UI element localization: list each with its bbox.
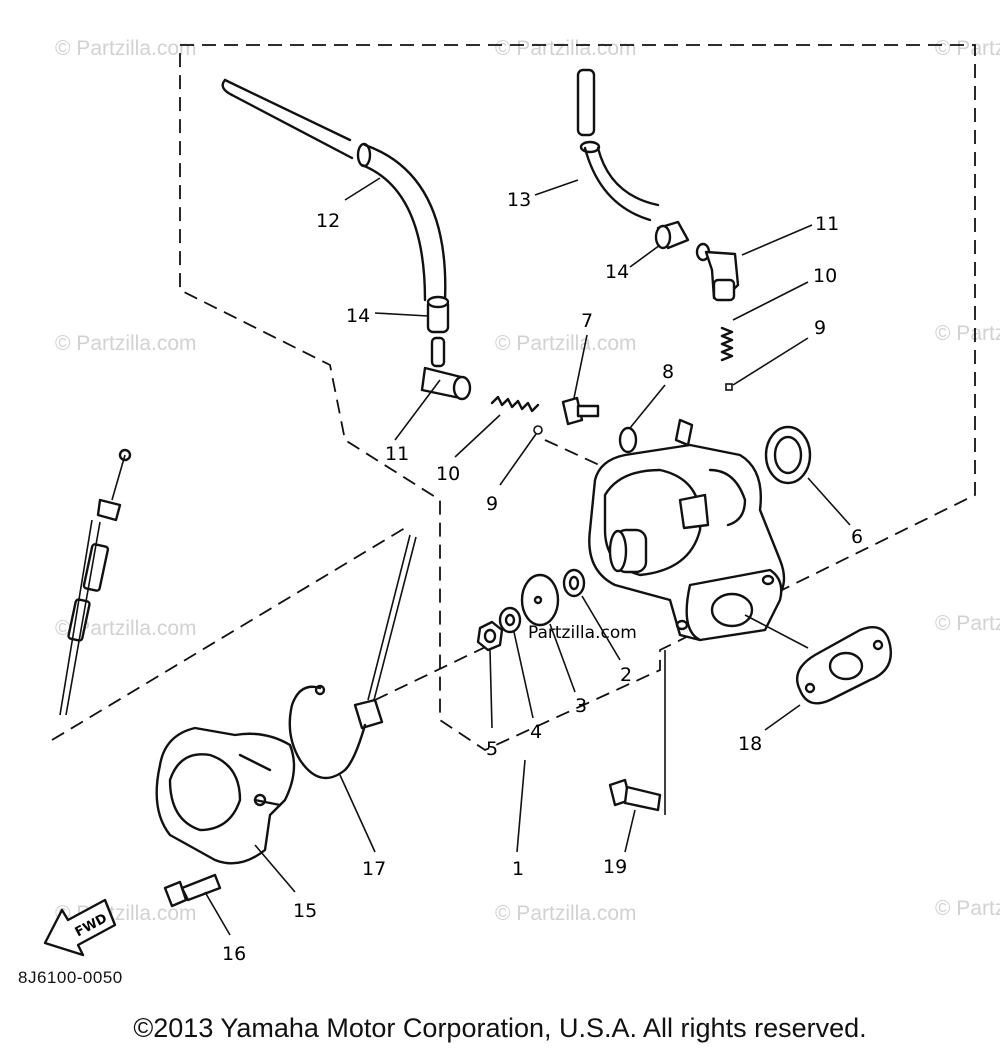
callout-4: 4 [530, 721, 542, 743]
callout-12: 12 [316, 210, 340, 232]
watermark-mid-right: © Partzilla.com [935, 322, 1000, 345]
callout-9-right: 9 [814, 317, 826, 339]
oil-pump-body [588, 418, 786, 642]
bolt-19 [608, 778, 662, 812]
callout-6: 6 [851, 526, 863, 548]
watermark-low-right: © Partzilla.com [935, 612, 1000, 635]
callout-14-left: 14 [346, 305, 370, 327]
callout-13: 13 [507, 189, 531, 211]
watermark-bottom-right: © Partzilla.com [935, 897, 1000, 920]
watermark-low-left: © Partzilla.com [55, 617, 197, 640]
oil-seal-6 [764, 425, 812, 485]
callout-10-right: 10 [813, 265, 837, 287]
sensor-dashed-line [374, 639, 501, 701]
elbow-11-right [695, 242, 740, 302]
hose-13 [576, 68, 660, 222]
cable-dashed-line [51, 524, 411, 741]
callout-1: 1 [512, 858, 524, 880]
callout-5: 5 [486, 738, 498, 760]
hose-12 [221, 78, 447, 302]
elbow-11-left [420, 336, 472, 401]
gear-4 [498, 606, 522, 634]
ball-9-right [725, 383, 733, 391]
callout-10-left: 10 [436, 463, 460, 485]
callout-15: 15 [293, 900, 317, 922]
bolt-7 [561, 396, 600, 426]
watermark-mid-left: © Partzilla.com [55, 332, 197, 355]
watermark-bottom-center: © Partzilla.com [495, 902, 637, 925]
watermark-top-right: © Partzilla.com [935, 37, 1000, 60]
plate-3 [520, 573, 560, 627]
joint-14-left [426, 295, 450, 334]
watermark-top-center: © Partzilla.com [495, 37, 637, 60]
washer-2 [562, 568, 586, 598]
watermark-mid-center: © Partzilla.com [495, 332, 637, 355]
callout-14-right: 14 [605, 261, 629, 283]
fwd-arrow-icon: FWD [43, 898, 117, 957]
callout-8: 8 [662, 361, 674, 383]
gasket-18 [795, 625, 892, 705]
watermark-top-left: © Partzilla.com [55, 37, 197, 60]
nut-5 [476, 620, 504, 652]
copyright-notice: ©2013 Yamaha Motor Corporation, U.S.A. A… [133, 1013, 867, 1043]
leader-lines [204, 177, 851, 936]
throttle-cable [59, 448, 132, 716]
callout-11-right: 11 [815, 213, 839, 235]
callout-3: 3 [575, 695, 587, 717]
sensor-17 [288, 534, 417, 780]
watermark-center: Partzilla.com [528, 623, 637, 643]
callout-17: 17 [362, 858, 386, 880]
callout-16: 16 [222, 943, 246, 965]
callout-18: 18 [738, 733, 762, 755]
bolt-16 [163, 873, 222, 908]
callout-2: 2 [620, 664, 632, 686]
callout-19: 19 [603, 856, 627, 878]
bolt-dashed-line [544, 439, 611, 471]
joint-14-right [654, 220, 690, 250]
drawing-code: 8J6100-0050 [18, 968, 123, 987]
washer-8 [618, 426, 638, 454]
callouts: 12 13 14 14 11 10 9 11 10 9 7 8 6 2 3 4 … [222, 189, 863, 965]
spring-10-right [720, 326, 734, 362]
callout-7: 7 [581, 310, 593, 332]
parts-diagram: © Partzilla.com © Partzilla.com © Partzi… [43, 37, 1000, 965]
callout-11-left: 11 [385, 443, 409, 465]
spring-10-left [490, 395, 540, 413]
ball-9-left [533, 425, 543, 435]
cover-15 [155, 726, 296, 865]
callout-9-left: 9 [486, 493, 498, 515]
assembly-boundary [179, 44, 976, 752]
